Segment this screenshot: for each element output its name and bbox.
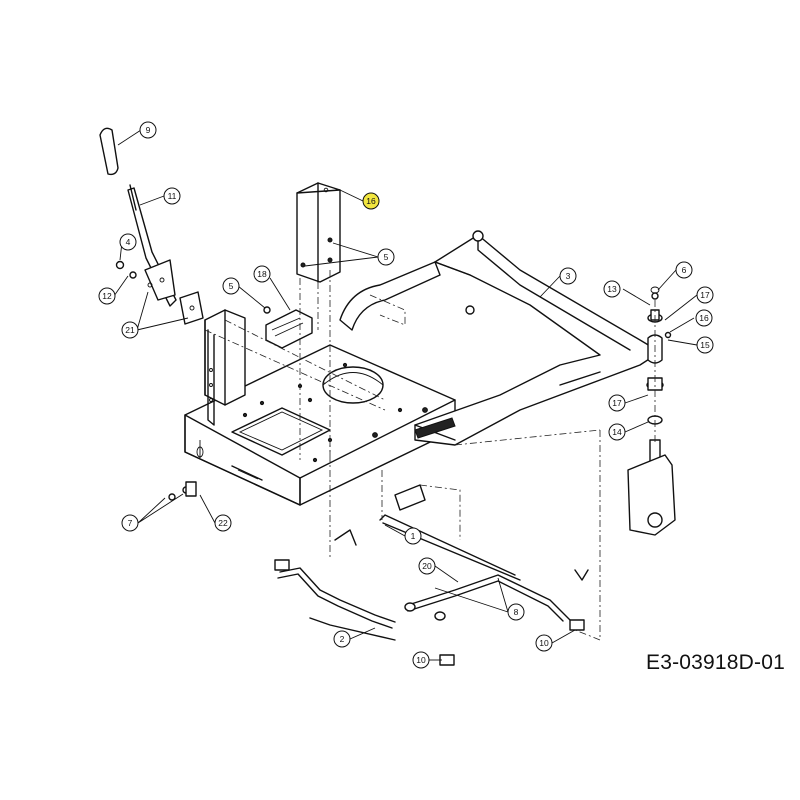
- svg-text:3: 3: [566, 271, 571, 281]
- svg-text:21: 21: [125, 325, 135, 335]
- callout-2[interactable]: 2: [333, 630, 351, 648]
- callout-13[interactable]: 13: [603, 280, 621, 298]
- callout-21[interactable]: 21: [121, 321, 139, 339]
- leader-lines: [113, 129, 698, 661]
- left-upright-bracket: [204, 309, 246, 426]
- callout-4[interactable]: 4: [119, 233, 137, 251]
- lift-lever: [99, 127, 177, 307]
- callout-20[interactable]: 20: [418, 557, 436, 575]
- callout-16-highlighted[interactable]: 16: [362, 192, 380, 210]
- svg-text:9: 9: [146, 125, 151, 135]
- callout-17-top[interactable]: 17: [696, 286, 714, 304]
- callout-1[interactable]: 1: [404, 527, 422, 545]
- svg-text:17: 17: [700, 290, 710, 300]
- svg-text:12: 12: [102, 291, 112, 301]
- svg-text:1: 1: [411, 531, 416, 541]
- svg-text:7: 7: [128, 518, 133, 528]
- fasteners: [115, 260, 672, 501]
- svg-text:4: 4: [126, 237, 131, 247]
- callout-10-right[interactable]: 10: [535, 634, 553, 652]
- slotted-bracket: [265, 309, 313, 349]
- callout-14[interactable]: 14: [608, 423, 626, 441]
- callout-3[interactable]: 3: [559, 267, 577, 285]
- callout-6[interactable]: 6: [675, 261, 693, 279]
- caster-assembly: [627, 286, 676, 536]
- callout-9[interactable]: 9: [139, 121, 157, 139]
- svg-text:5: 5: [384, 252, 389, 262]
- top-upright-bracket: [296, 182, 341, 283]
- svg-text:5: 5: [229, 281, 234, 291]
- svg-text:17: 17: [612, 398, 622, 408]
- svg-text:10: 10: [539, 638, 549, 648]
- callout-15[interactable]: 15: [696, 336, 714, 354]
- svg-text:20: 20: [422, 561, 432, 571]
- svg-text:11: 11: [168, 191, 177, 201]
- svg-text:13: 13: [607, 284, 617, 294]
- callout-17-bottom[interactable]: 17: [608, 394, 626, 412]
- svg-text:16: 16: [366, 196, 376, 206]
- svg-text:16: 16: [699, 313, 709, 323]
- callout-18[interactable]: 18: [253, 265, 271, 283]
- svg-text:18: 18: [257, 269, 267, 279]
- drawing-code: E3-03918D-01: [646, 651, 785, 674]
- alignment-lines: [204, 270, 656, 641]
- svg-text:22: 22: [218, 518, 228, 528]
- svg-text:15: 15: [700, 340, 710, 350]
- callout-balloons: 9 11 16 4 5 3 6 13 17 16 15 12 5 18 21 1…: [98, 121, 714, 669]
- svg-text:10: 10: [416, 655, 426, 665]
- callout-16-right[interactable]: 16: [695, 309, 713, 327]
- callout-12[interactable]: 12: [98, 287, 116, 305]
- callout-10-bottom[interactable]: 10: [412, 651, 430, 669]
- mount-plate: [179, 291, 204, 325]
- svg-text:14: 14: [612, 427, 622, 437]
- callout-5-left[interactable]: 5: [222, 277, 240, 295]
- callout-8[interactable]: 8: [507, 603, 525, 621]
- callout-11[interactable]: 11: [163, 187, 181, 205]
- svg-text:2: 2: [340, 634, 345, 644]
- svg-text:6: 6: [682, 265, 687, 275]
- side-rail-frame: [339, 230, 661, 446]
- callout-7[interactable]: 7: [121, 514, 139, 532]
- callout-22[interactable]: 22: [214, 514, 232, 532]
- svg-text:8: 8: [514, 607, 519, 617]
- callout-5-top[interactable]: 5: [377, 248, 395, 266]
- deck-plate: [184, 344, 456, 506]
